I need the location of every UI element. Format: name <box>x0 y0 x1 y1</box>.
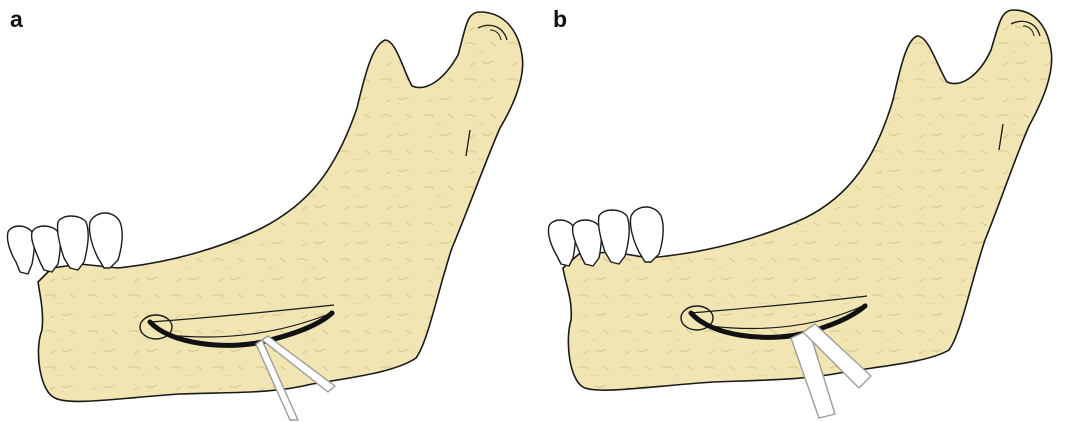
tooth <box>630 207 663 262</box>
panel-a: a <box>0 0 533 422</box>
tooth <box>89 213 122 268</box>
teeth <box>7 213 122 274</box>
tooth <box>7 226 34 274</box>
tooth <box>548 220 575 266</box>
tooth <box>57 216 88 270</box>
mandible-bone <box>38 12 523 401</box>
mandible-illustration <box>0 0 533 422</box>
tooth <box>32 226 61 272</box>
panel-b: b <box>533 0 1066 422</box>
mandible-illustration <box>533 0 1066 422</box>
